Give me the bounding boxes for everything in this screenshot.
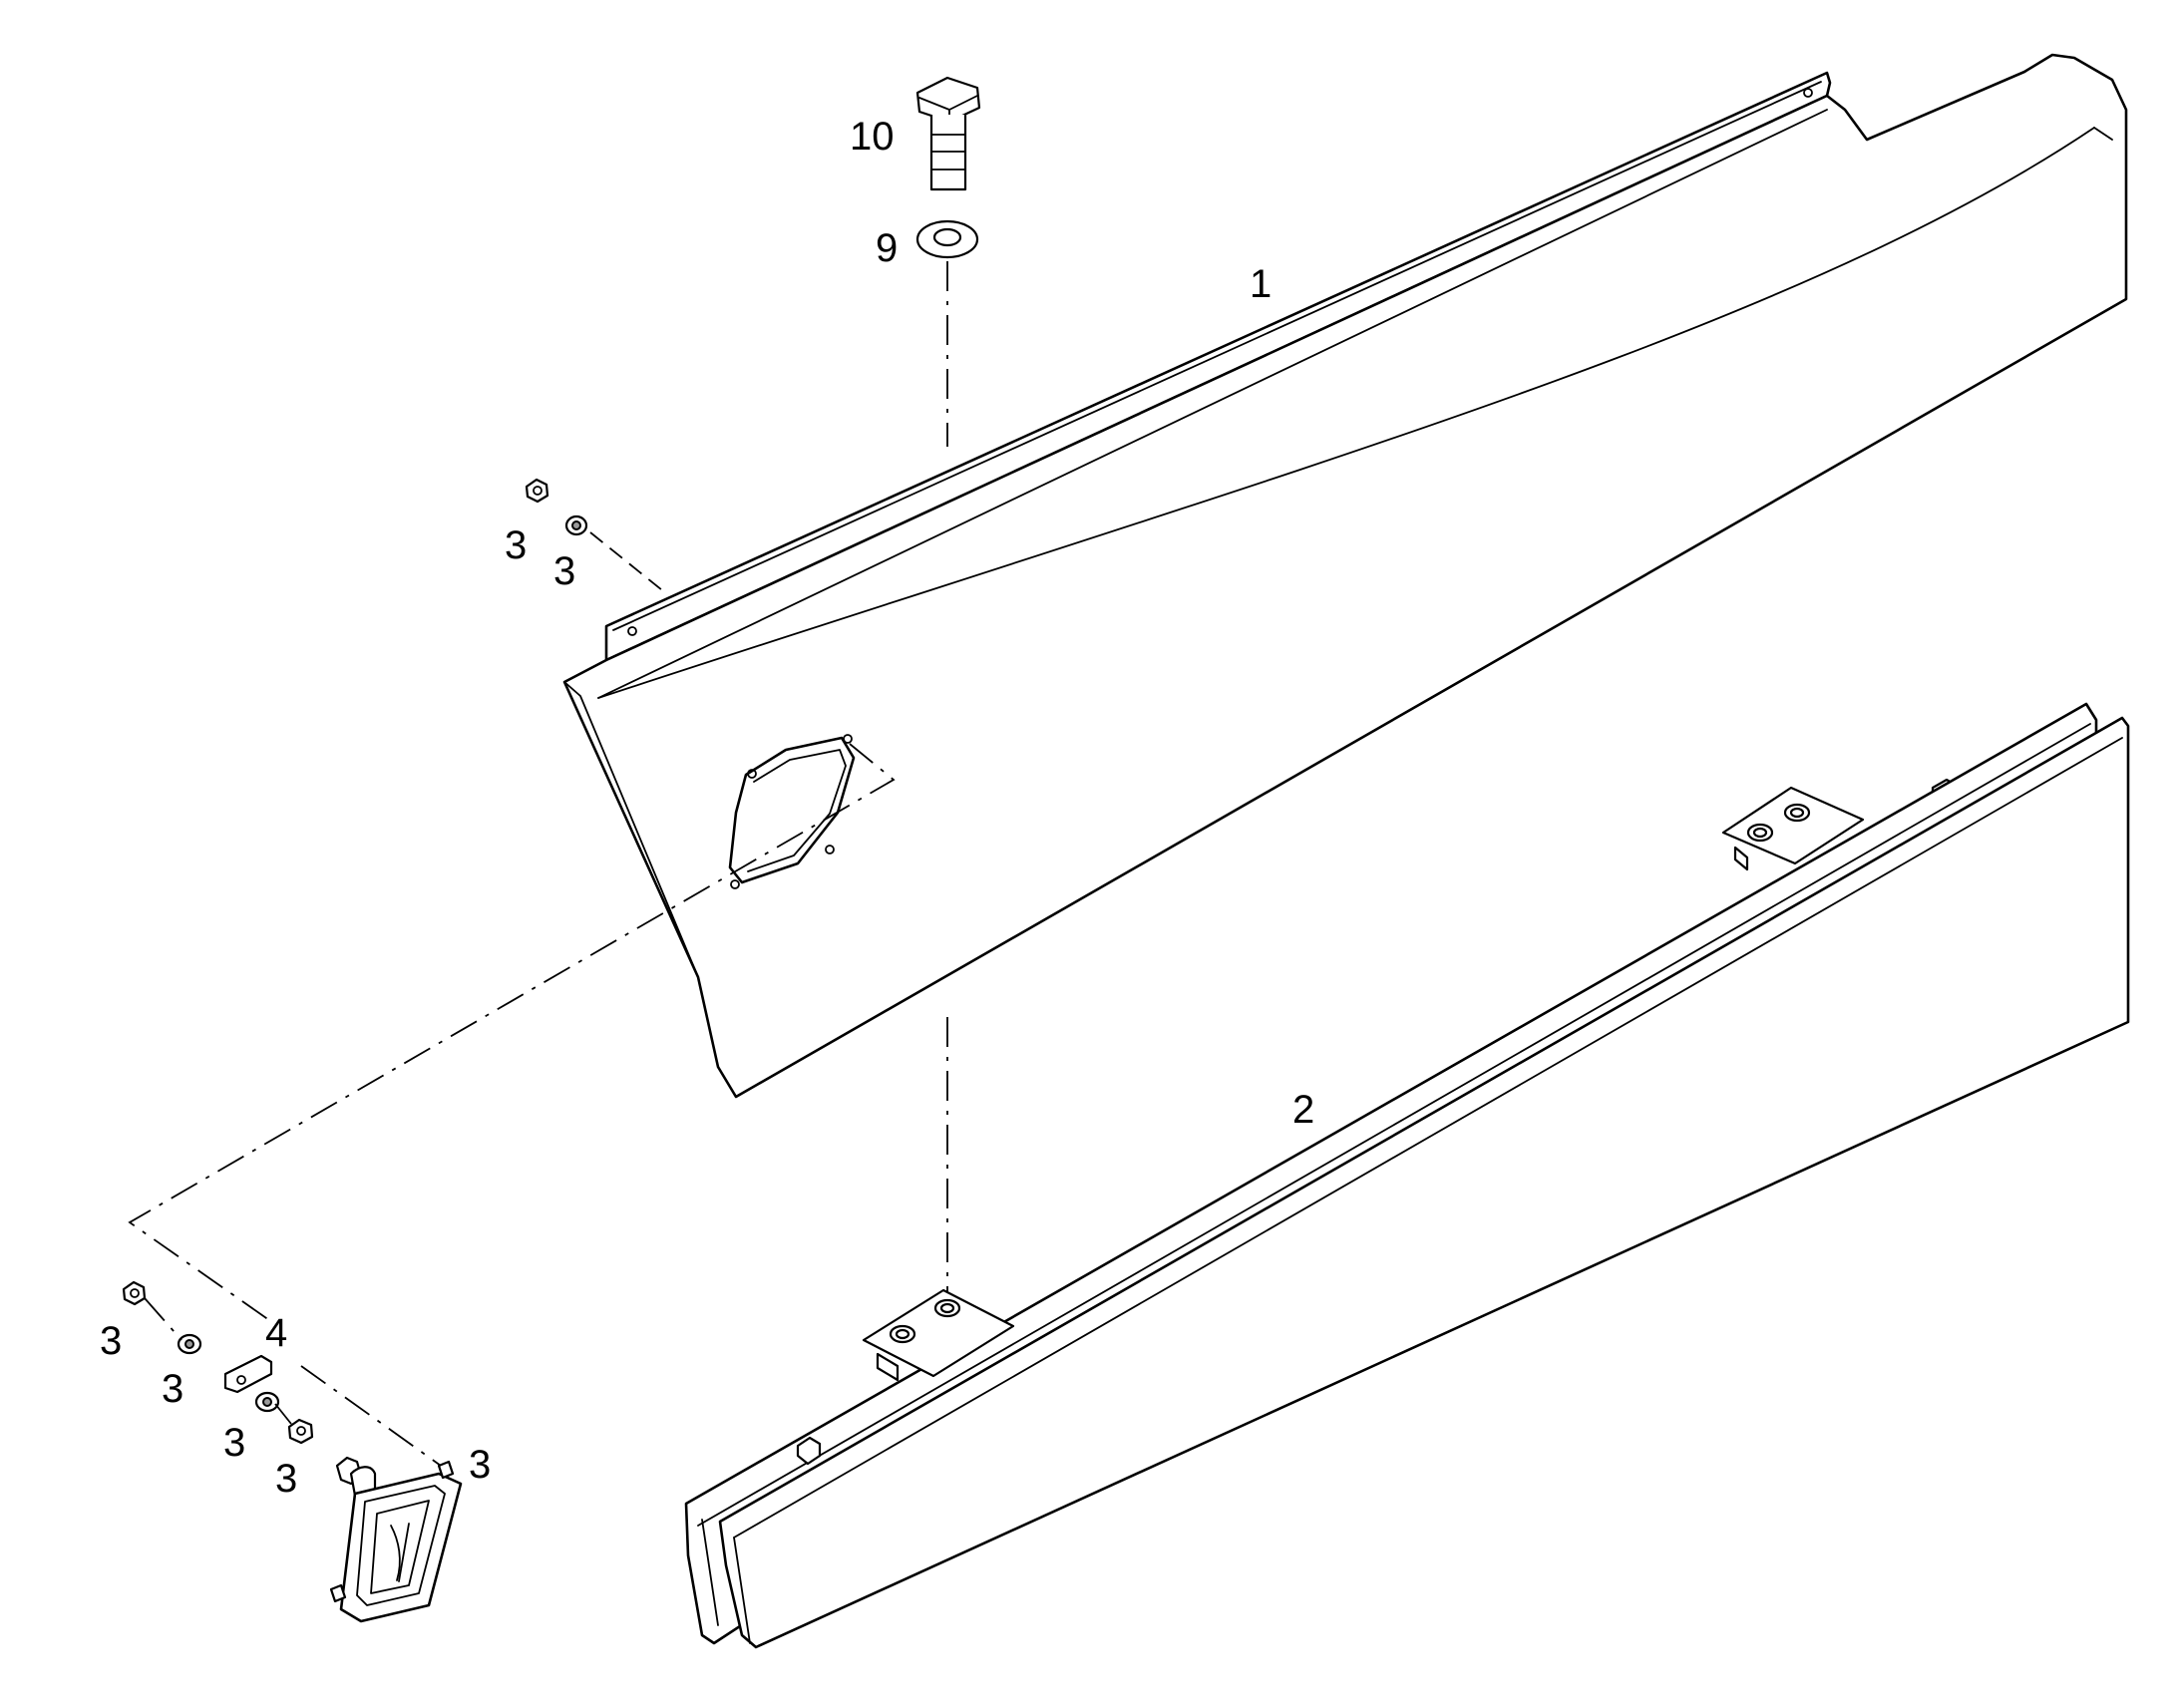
callout-2: 2: [1292, 1088, 1314, 1132]
washer-9: [915, 219, 979, 259]
bracket-4: [223, 1354, 273, 1394]
washer-top-left: [564, 514, 588, 536]
part-1-upper-shield: [562, 53, 2128, 1099]
callout-10: 10: [850, 115, 895, 159]
washer-lamp-2: [254, 1391, 280, 1413]
rail-bracket-front: [796, 1288, 1015, 1466]
callout-3-lamp-stud: 3: [469, 1443, 491, 1487]
callout-3-washer-top: 3: [553, 549, 575, 593]
bolt-10: [915, 76, 981, 191]
part-2-lower-rail: [684, 702, 2130, 1649]
callout-4: 4: [265, 1311, 287, 1355]
callout-3-nut-top: 3: [505, 523, 527, 567]
callout-9: 9: [876, 226, 898, 270]
callout-1: 1: [1250, 262, 1272, 306]
access-plate: [728, 734, 856, 889]
nut-lamp-2: [287, 1418, 314, 1445]
work-lamp: [329, 1456, 463, 1623]
callout-3-nut-lamp-2: 3: [275, 1457, 297, 1501]
washer-lamp-1: [177, 1333, 202, 1355]
callout-3-washer-lamp-2: 3: [223, 1421, 245, 1465]
nut-lamp-1: [122, 1280, 147, 1306]
nut-top-left: [525, 478, 549, 504]
callout-3-washer-lamp: 3: [162, 1367, 183, 1411]
callout-3-nut-lamp: 3: [100, 1319, 122, 1363]
leader-lines: [128, 261, 948, 1467]
